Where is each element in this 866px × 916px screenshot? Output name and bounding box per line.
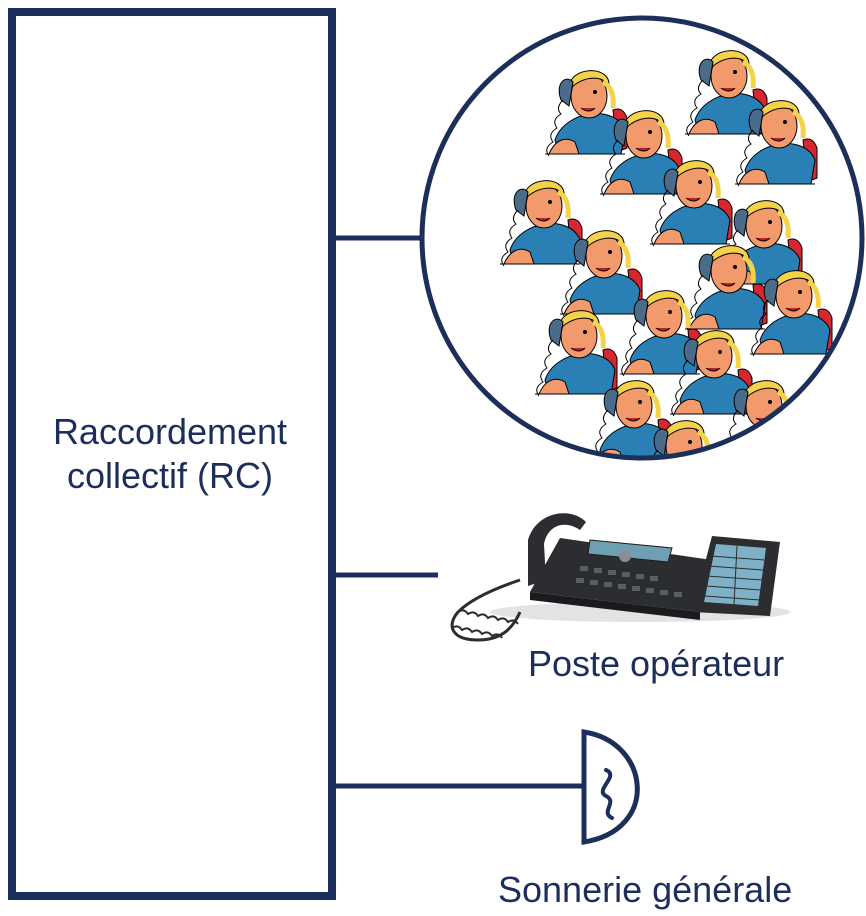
bell-icon bbox=[581, 729, 640, 845]
operator-figure bbox=[650, 160, 733, 247]
operator-figure bbox=[750, 270, 833, 357]
operator-phone-label: Poste opérateur bbox=[528, 643, 785, 684]
operator-figure bbox=[685, 50, 768, 137]
ringer-label: Sonnerie générale bbox=[498, 869, 793, 910]
rc-box bbox=[8, 8, 336, 900]
operator-figure bbox=[535, 310, 618, 397]
operator-figure bbox=[600, 110, 683, 197]
desk-phone-icon bbox=[450, 513, 790, 642]
operator-figure bbox=[735, 100, 818, 187]
rc-box-label: Raccordement collectif (RC) bbox=[52, 411, 288, 496]
operator-figure bbox=[670, 330, 753, 417]
operator-figure bbox=[500, 180, 583, 267]
operators-crowd-icon bbox=[419, 15, 865, 461]
